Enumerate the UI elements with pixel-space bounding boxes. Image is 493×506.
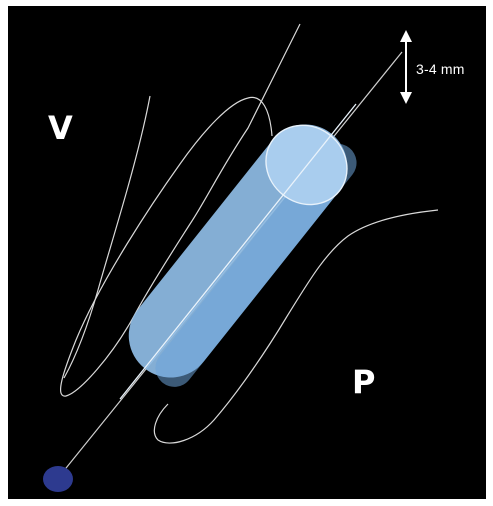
base-dot (43, 466, 73, 492)
region-label-v: V (48, 112, 73, 144)
region-label-p: P (352, 366, 375, 398)
measurement-label: 3-4 mm (416, 62, 465, 76)
